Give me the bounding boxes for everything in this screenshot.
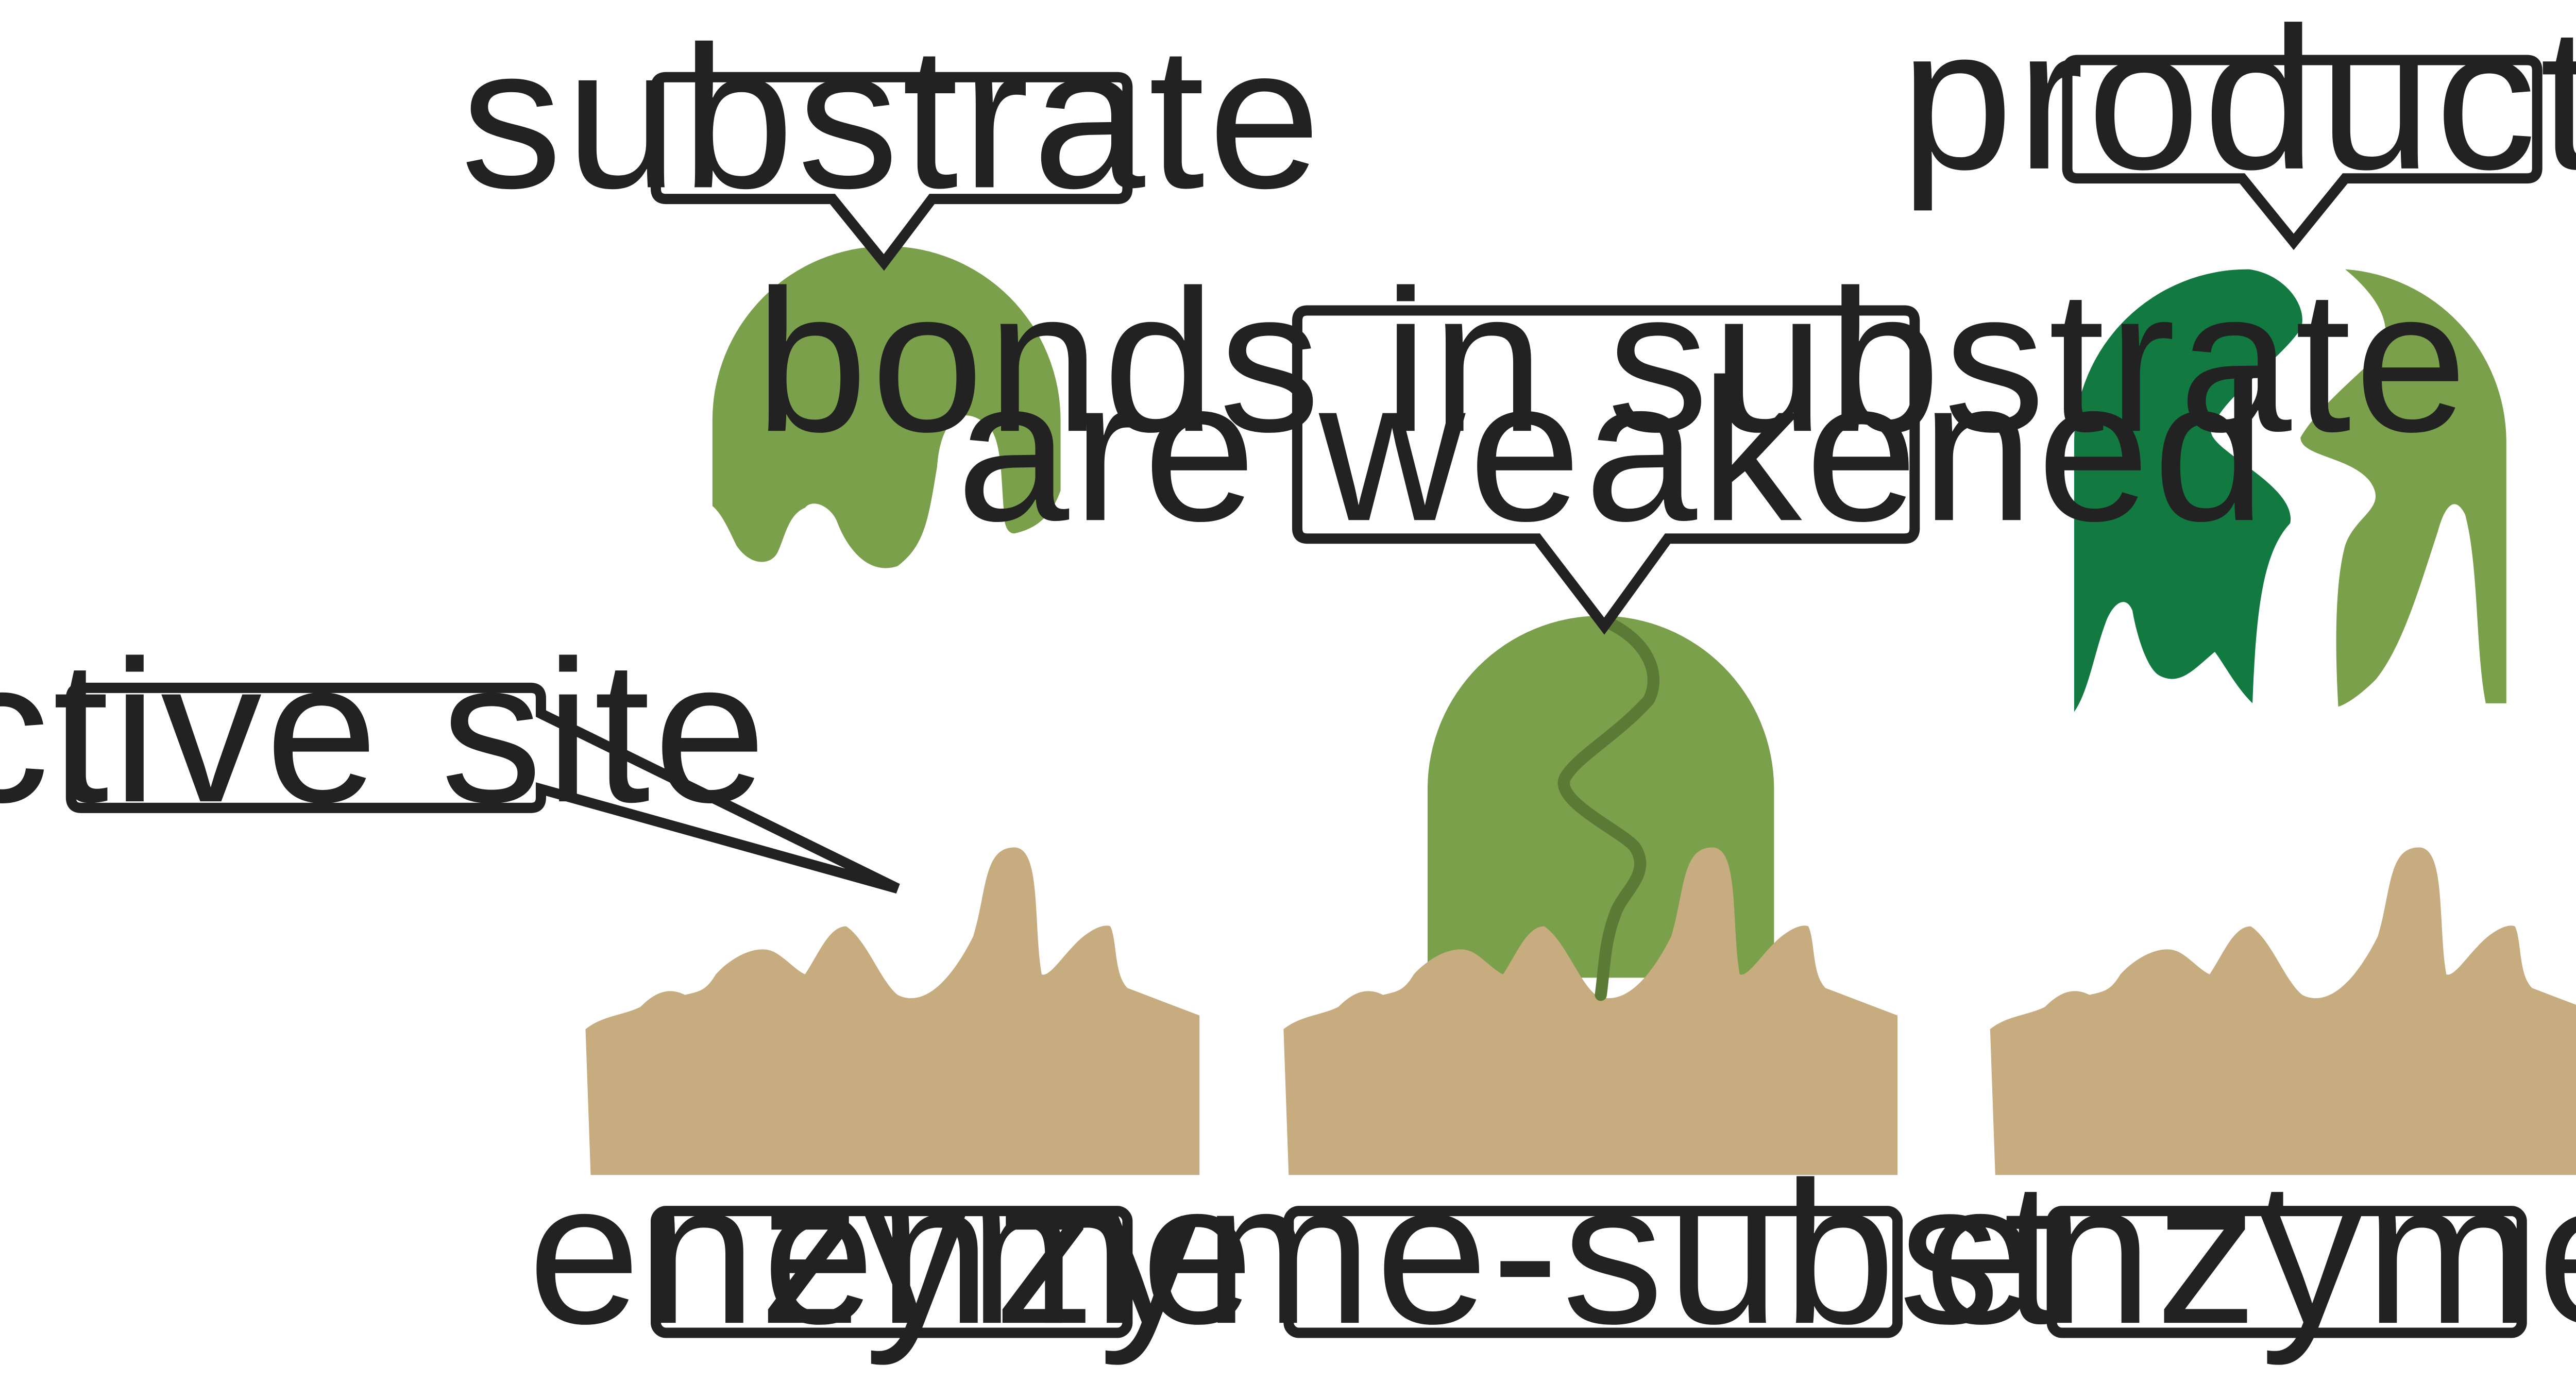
enzyme-right-label: enzyme — [1924, 1140, 2576, 1367]
product-dark-shape — [2074, 269, 2302, 712]
enzyme-left-label-box: enzyme — [528, 1140, 1257, 1367]
substrate-callout: substrate — [461, 4, 1325, 271]
products-label: products — [1901, 0, 2576, 213]
bonds-label-line2: are weakened — [957, 337, 2269, 563]
enzyme-left-shape — [585, 847, 1200, 1175]
bonds-label-line1: bonds in substrate — [755, 248, 2471, 474]
enzyme-right-label-box: enzyme — [1924, 1140, 2576, 1367]
active-site-label: active site — [0, 618, 770, 845]
product-light-shape — [2300, 269, 2506, 707]
enzyme-right-shape — [1990, 847, 2576, 1175]
substrate-label: substrate — [461, 4, 1325, 230]
active-site-callout: active site — [0, 618, 900, 894]
products-callout: products — [1901, 0, 2576, 250]
enzyme-left-label: enzyme — [528, 1140, 1257, 1367]
substrate-shape — [712, 246, 1061, 568]
bonds-callout: bonds in substrate are weakened — [755, 248, 2471, 635]
weakened-bond-line — [1558, 615, 1659, 1001]
